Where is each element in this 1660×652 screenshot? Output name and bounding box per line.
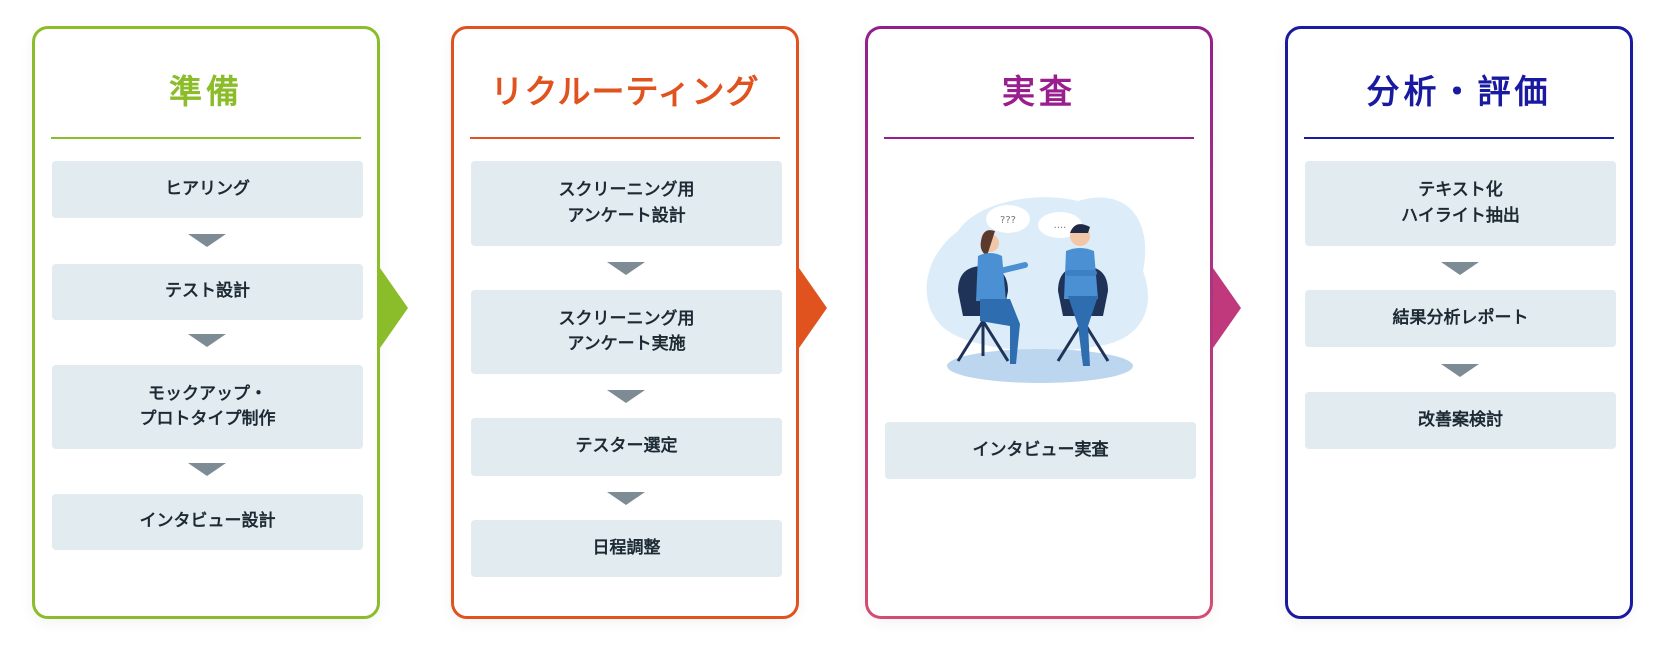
down-arrow-icon — [188, 463, 226, 476]
down-arrow-icon — [607, 262, 645, 275]
stage-card-recruiting: リクルーティング スクリーニング用 アンケート設計 スクリーニング用 アンケート… — [451, 26, 799, 619]
bubble-text: .... — [1054, 220, 1067, 231]
step-box: ヒアリング — [52, 161, 363, 218]
step-box: スクリーニング用 アンケート実施 — [471, 290, 782, 374]
next-arrow-icon — [380, 268, 408, 348]
down-arrow-icon — [1441, 262, 1479, 275]
stage-card-analysis: 分析・評価 テキスト化 ハイライト抽出 結果分析レポート 改善案検討 — [1285, 26, 1633, 619]
down-arrow-icon — [1441, 364, 1479, 377]
interview-illustration: ??? .... — [926, 197, 1148, 383]
step-box: スクリーニング用 アンケート設計 — [471, 161, 782, 246]
step-box: 日程調整 — [471, 520, 782, 577]
step-box: 結果分析レポート — [1305, 290, 1616, 347]
next-arrow-icon — [799, 268, 827, 348]
stage-title: 実査 — [1002, 72, 1076, 111]
down-arrow-icon — [188, 334, 226, 347]
divider — [470, 137, 780, 139]
step-box: テスター選定 — [471, 418, 782, 476]
step-box: インタビュー設計 — [52, 494, 363, 550]
bubble-text: ??? — [1000, 215, 1016, 226]
step-box: テキスト化 ハイライト抽出 — [1305, 161, 1616, 246]
stage-title: 分析・評価 — [1366, 72, 1552, 111]
down-arrow-icon — [607, 492, 645, 505]
stage-card-fieldwork: 実査 ??? .... インタビュー実査 — [865, 26, 1213, 619]
divider — [1304, 137, 1614, 139]
down-arrow-icon — [188, 234, 226, 247]
stage-title: リクルーティング — [490, 72, 760, 111]
next-arrow-icon — [1213, 268, 1241, 348]
step-box: テスト設計 — [52, 264, 363, 320]
step-box: モックアップ・ プロトタイプ制作 — [52, 365, 363, 449]
step-box: 改善案検討 — [1305, 392, 1616, 449]
down-arrow-icon — [607, 390, 645, 403]
stage-title: 準備 — [169, 72, 243, 111]
divider — [884, 137, 1194, 139]
stage-card-preparation: 準備 ヒアリング テスト設計 モックアップ・ プロトタイプ制作 インタビュー設計 — [32, 26, 380, 619]
step-box: インタビュー実査 — [885, 422, 1196, 479]
divider — [51, 137, 361, 139]
